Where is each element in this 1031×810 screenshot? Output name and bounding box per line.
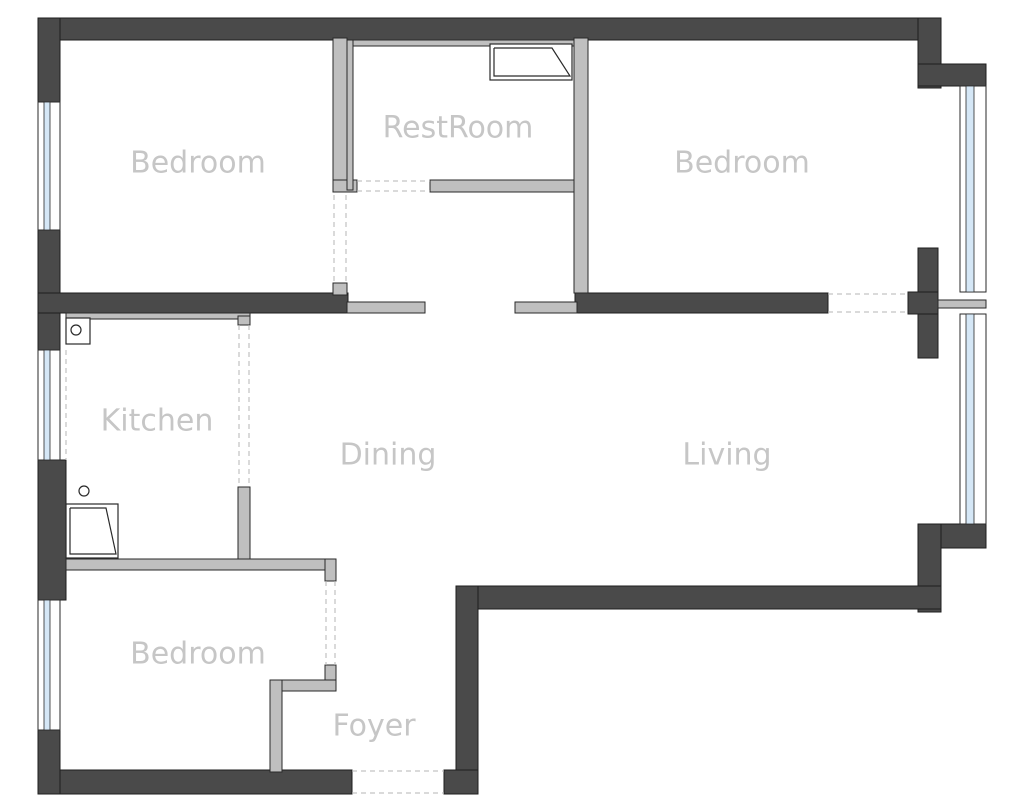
sink-icon — [65, 317, 91, 345]
door-entrance — [352, 770, 444, 794]
window-right-upper — [959, 85, 987, 293]
label-living: Living — [682, 438, 771, 473]
exterior-wall-right-jog-top — [917, 63, 987, 87]
wall-kitchen-jamb — [237, 315, 251, 326]
wall-kitchen-bottom-end — [324, 558, 337, 582]
wall-corridor-left — [346, 301, 426, 314]
exterior-pier-right-cap — [907, 291, 939, 315]
wall-foyer-left — [269, 679, 283, 773]
exterior-walls — [37, 17, 987, 795]
counter-icon — [65, 503, 119, 559]
label-dining: Dining — [340, 438, 437, 473]
window-left-3 — [37, 599, 61, 731]
label-bedroom-bottom-left: Bedroom — [130, 637, 266, 672]
exterior-wall-foyer-right — [455, 585, 479, 795]
wall-kitchen-right — [237, 486, 251, 560]
window-left-2 — [37, 349, 61, 461]
exterior-wall-bottom — [37, 769, 353, 795]
door-bedroom-top-left — [333, 195, 347, 283]
wall-restroom-bottom — [429, 179, 575, 193]
wall-kitchen-top — [65, 312, 251, 320]
exterior-wall-top — [37, 17, 942, 41]
window-right-lower — [959, 313, 987, 525]
door-restroom — [357, 180, 430, 192]
label-restroom: RestRoom — [383, 111, 534, 146]
wall-bedroom-kitchen — [37, 292, 349, 314]
label-bedroom-top-right: Bedroom — [674, 146, 810, 181]
wall-restroom-left — [332, 37, 348, 193]
wall-restroom-right — [573, 37, 589, 294]
stove-icon — [78, 485, 90, 497]
wall-restroom-left-inner — [346, 39, 354, 191]
wall-bedroom-jamb — [332, 282, 348, 296]
window-left-1 — [37, 101, 61, 231]
room-labels: Bedroom RestRoom Bedroom Kitchen Dining … — [101, 111, 810, 744]
label-bedroom-top-left: Bedroom — [130, 146, 266, 181]
wall-corridor-right — [514, 301, 578, 314]
wall-bedroom-right-bottom — [574, 292, 829, 314]
window-right-mullion — [937, 299, 987, 309]
label-foyer: Foyer — [332, 709, 416, 744]
exterior-wall-foyer-stub — [443, 769, 479, 795]
door-bedroom-top-right — [828, 293, 908, 313]
fixtures — [65, 43, 573, 559]
exterior-wall-left-1 — [37, 17, 61, 103]
door-kitchen — [238, 325, 250, 487]
windows — [37, 85, 987, 731]
label-kitchen: Kitchen — [101, 404, 214, 439]
door-openings — [65, 180, 908, 794]
exterior-wall-bottom-right — [455, 585, 942, 610]
exterior-wall-left-4 — [37, 729, 61, 795]
door-bedroom-bottom — [325, 581, 336, 665]
exterior-wall-left-3 — [37, 459, 67, 601]
exterior-wall-left-2 — [37, 229, 61, 351]
bathtub-icon — [489, 43, 573, 81]
interior-walls — [65, 37, 589, 773]
wall-kitchen-bottom — [65, 558, 337, 571]
